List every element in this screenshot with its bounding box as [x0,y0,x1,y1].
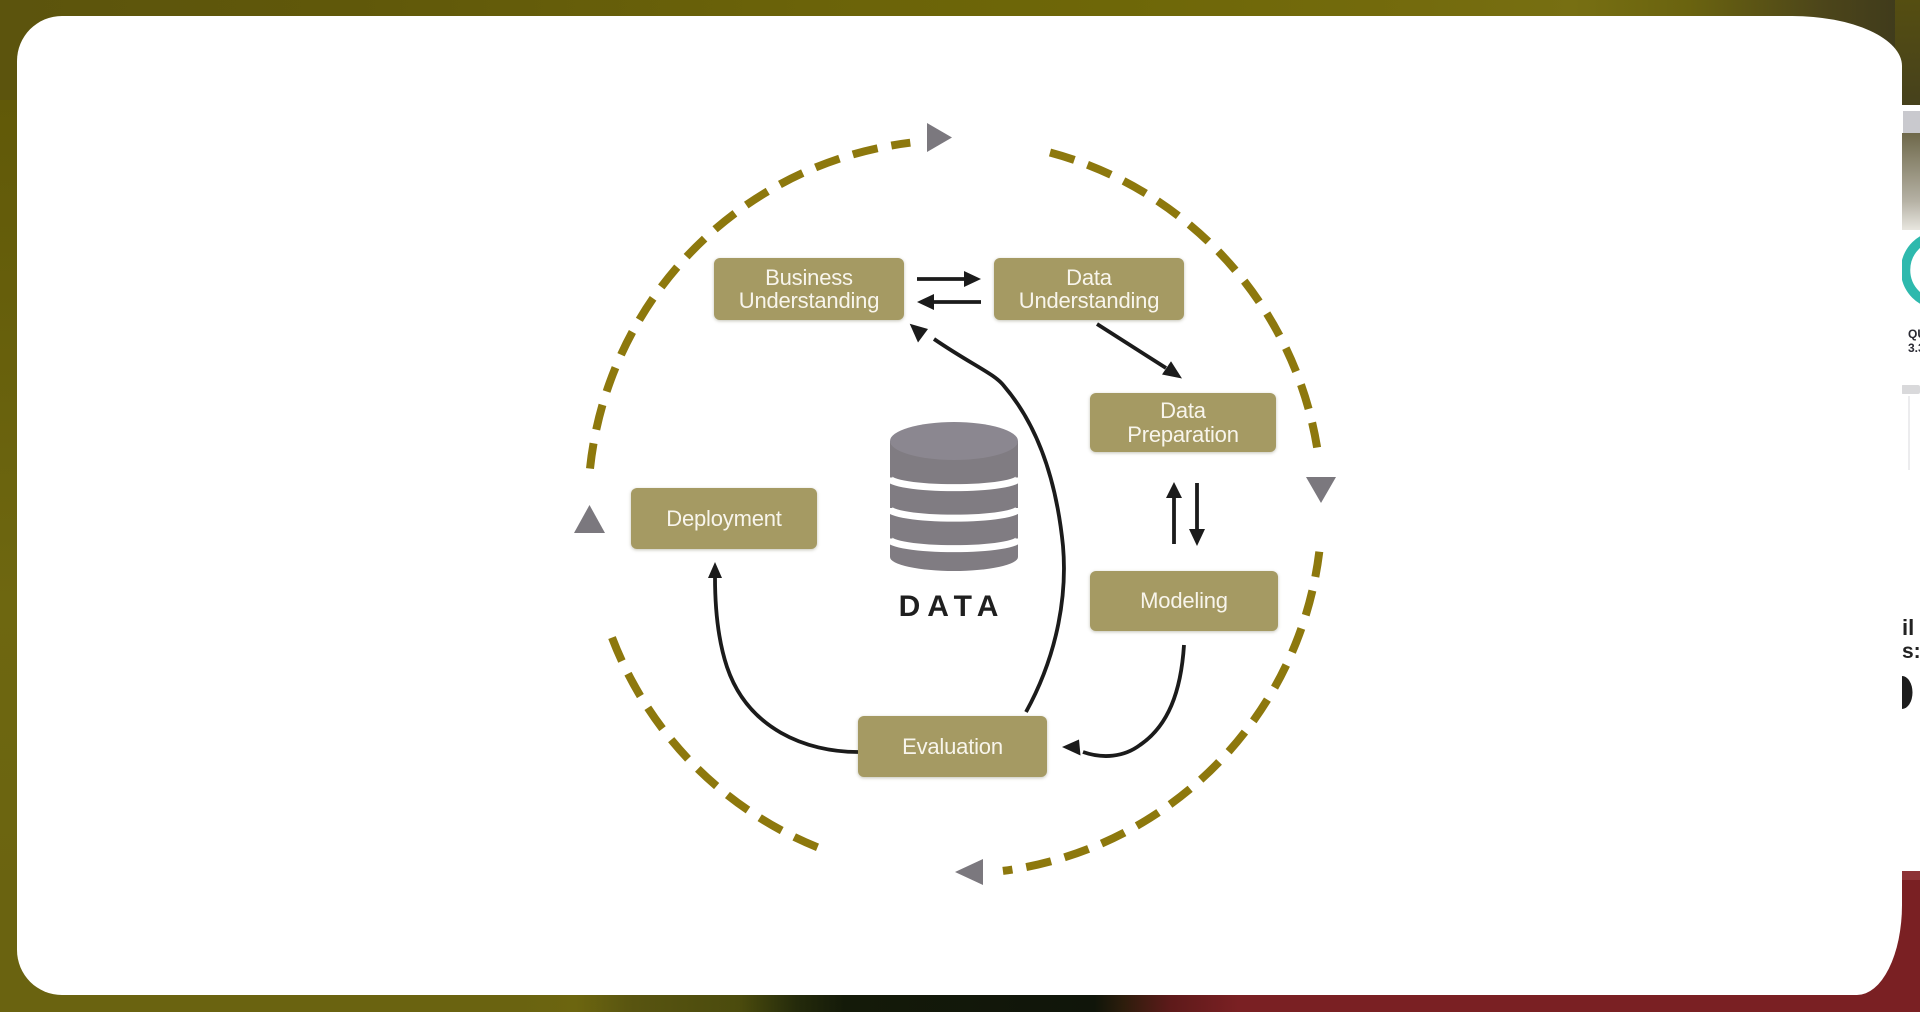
svg-text:DATA: DATA [899,590,1006,623]
